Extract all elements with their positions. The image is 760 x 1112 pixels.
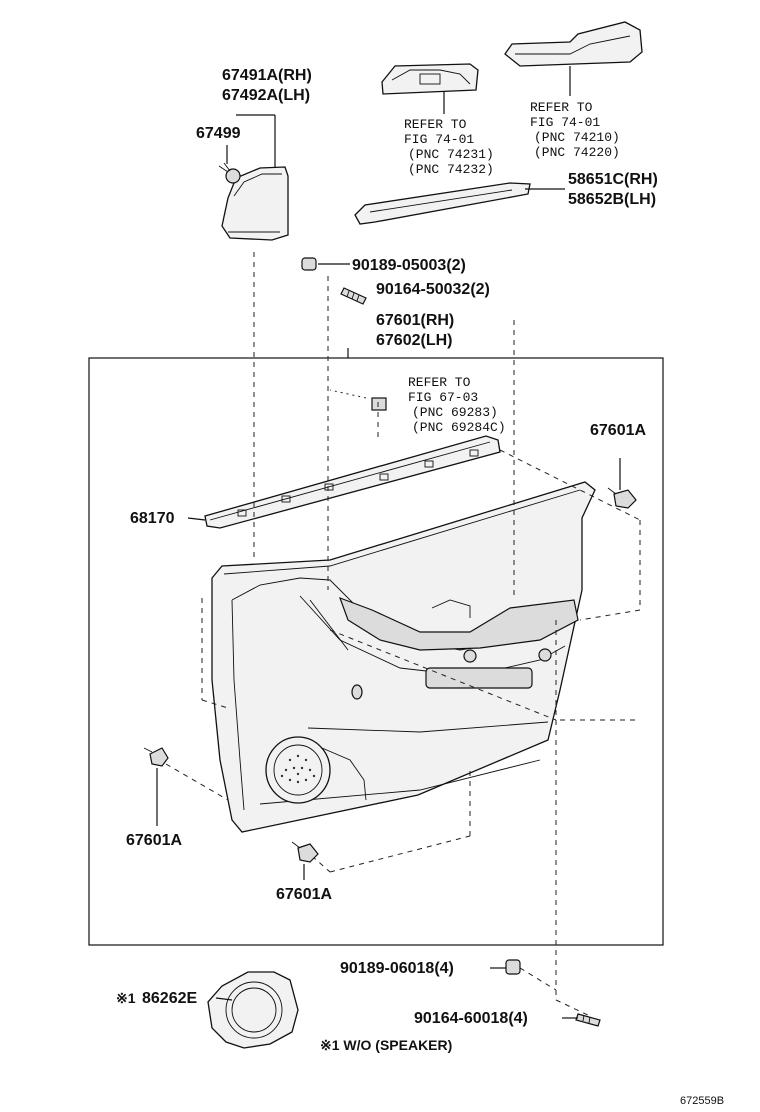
label-screw2: 90164-60018(4)	[414, 1010, 528, 1027]
upper-trim-part	[221, 114, 289, 241]
label-nut: 90189-05003(2)	[352, 257, 466, 274]
assembly-frame	[88, 357, 664, 946]
speaker-cover-86262E	[207, 971, 299, 1049]
label-switch-refer: REFER TO	[404, 117, 467, 132]
label-board-rh: 67601(RH)	[376, 312, 454, 329]
label-armrest-pnc2: (PNC 74220)	[534, 145, 620, 160]
label-figure-id: 672559B	[680, 1095, 724, 1107]
label-board-lh: 67602(LH)	[376, 332, 452, 349]
assembly-guide-lines	[165, 252, 641, 1017]
label-trim-lh: 67492A(LH)	[222, 87, 310, 104]
label-armrest-refer: REFER TO	[530, 100, 593, 115]
nut-90189-05003	[301, 257, 350, 271]
label-armrest-pnc1: (PNC 74210)	[534, 130, 620, 145]
armrest-pad-part	[354, 182, 565, 225]
label-switch-pnc1: (PNC 74231)	[408, 147, 494, 162]
label-pad-lh: 58652B(LH)	[568, 191, 656, 208]
label-weatherstrip: 68170	[130, 510, 175, 527]
label-switch-fig: FIG 74-01	[404, 132, 474, 147]
label-trim-rh: 67491A(RH)	[222, 67, 312, 84]
label-footnote: ※1 W/O (SPEAKER)	[320, 1037, 452, 1053]
label-clip-a: 67499	[196, 125, 241, 142]
label-pad-rh: 58651C(RH)	[568, 171, 658, 188]
label-clip-left: 67601A	[126, 832, 182, 849]
screw-90164-60018	[562, 1013, 601, 1027]
label-screw: 90164-50032(2)	[376, 281, 490, 298]
label-nut2: 90189-06018(4)	[340, 960, 454, 977]
label-switch-pnc2: (PNC 74232)	[408, 162, 494, 177]
label-handle-pnc1: (PNC 69283)	[412, 405, 498, 420]
label-armrest-fig: FIG 74-01	[530, 115, 600, 130]
nut-90189-06018	[490, 959, 521, 975]
clip-67601A-top-right	[607, 458, 637, 509]
label-handle-refer: REFER TO	[408, 375, 471, 390]
clip-67601A-bottom	[291, 841, 319, 880]
label-handle-fig: FIG 67-03	[408, 390, 478, 405]
window-switch-part	[381, 63, 479, 114]
inner-handle-part	[329, 389, 387, 411]
label-speaker-cover: 86262E	[142, 990, 197, 1007]
weatherstrip-part	[204, 435, 501, 529]
label-clip-bottom: 67601A	[276, 886, 332, 903]
label-handle-pnc2: (PNC 69284C)	[412, 420, 506, 435]
screw-90164-50032	[340, 287, 367, 305]
clip-67601A-left	[143, 747, 169, 826]
clip-67499	[218, 145, 241, 184]
label-clip-top-right: 67601A	[590, 422, 646, 439]
label-speaker-cover-mark: ※1	[116, 990, 136, 1006]
door-trim-board	[211, 481, 596, 833]
armrest-part	[504, 21, 643, 96]
